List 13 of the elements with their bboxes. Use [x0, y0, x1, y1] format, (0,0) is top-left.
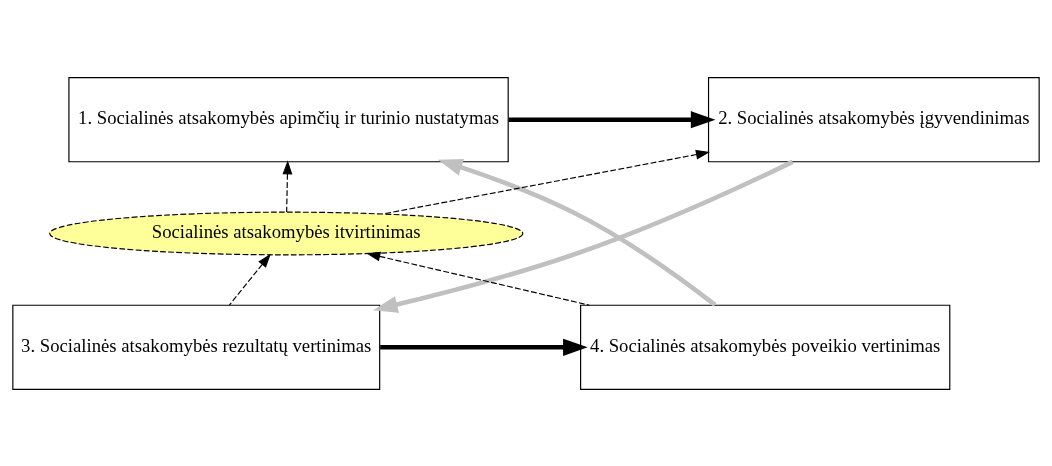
node-box: 3. Socialinės atsakomybės rezultatų vertinimas	[12, 304, 381, 390]
arrow	[366, 251, 590, 306]
node-ellipse: Socialinės atsakomybės itvirtinimas	[49, 211, 524, 255]
arrow	[383, 149, 710, 214]
arrow	[228, 253, 271, 306]
arrow	[373, 159, 794, 313]
arrow	[437, 158, 717, 307]
node-box: 2. Socialinės atsakomybės įgyvendinimas	[707, 76, 1040, 162]
node-box: 1. Socialinės atsakomybės apimčių ir turinio nustatymas	[68, 76, 509, 162]
arrow	[380, 338, 588, 356]
arrow	[508, 110, 716, 128]
arrow	[282, 159, 293, 212]
node-box: 4. Socialinės atsakomybės poveikio vertinimas	[580, 304, 951, 390]
